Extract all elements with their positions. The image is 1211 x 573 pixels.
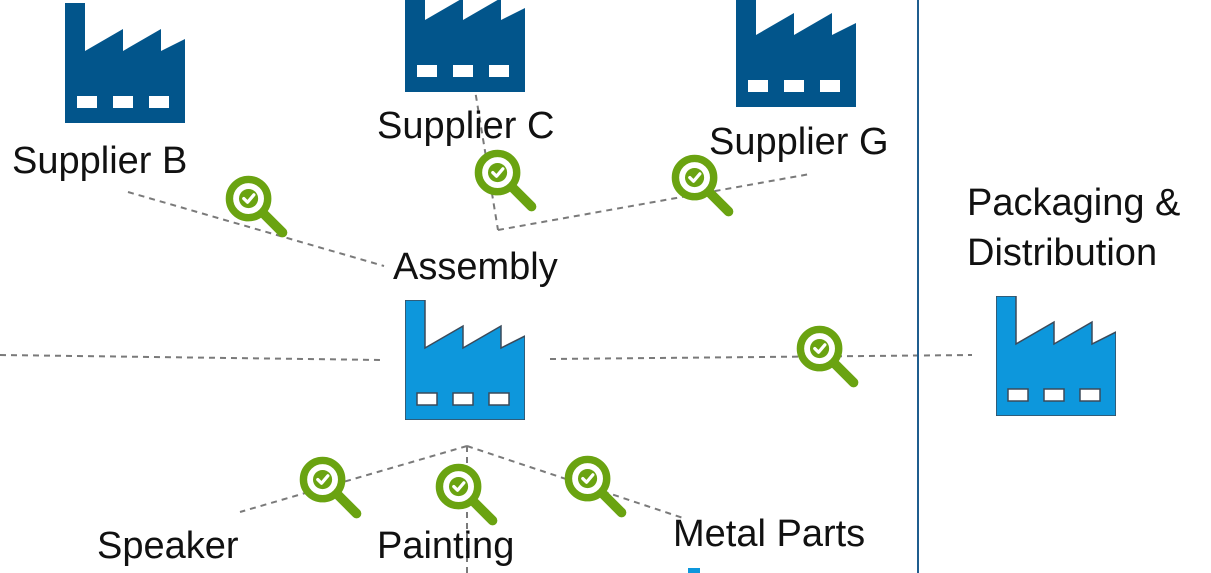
connector-left-incoming — [0, 354, 384, 361]
magnifier-check-icon — [800, 329, 853, 382]
label-supplier-c: Supplier C — [377, 105, 555, 147]
factory-icon-packaging — [996, 296, 1116, 416]
connector-assembly-speaker — [239, 445, 468, 513]
connector-supplier-g-assembly — [497, 173, 811, 231]
label-painting: Painting — [377, 525, 515, 567]
label-packaging-line1: Packaging & — [967, 182, 1181, 224]
label-supplier-g: Supplier G — [709, 121, 889, 163]
connector-supplier-c-assembly — [473, 83, 499, 231]
factory-icon-supplier-b — [65, 3, 185, 123]
label-supplier-b: Supplier B — [12, 140, 188, 182]
factory-icon-supplier-g — [736, 0, 856, 107]
magnifier-check-icon — [303, 460, 356, 513]
magnifier-check-icon — [568, 459, 621, 512]
label-speaker: Speaker — [97, 525, 239, 567]
factory-icon-supplier-c — [405, 0, 525, 92]
label-packaging-line2: Distribution — [967, 232, 1158, 274]
factory-icon-assembly — [405, 300, 525, 420]
connector-assembly-packaging — [549, 354, 973, 360]
label-metal-parts: Metal Parts — [673, 513, 866, 555]
magnifier-check-icon — [675, 158, 728, 211]
magnifier-check-icon — [478, 153, 531, 206]
connector-supplier-b-assembly — [127, 191, 385, 267]
label-packaging-distribution: Packaging & Distribution — [967, 178, 1180, 278]
partial-factory-icon-bottom — [688, 568, 700, 573]
label-assembly: Assembly — [393, 246, 558, 288]
